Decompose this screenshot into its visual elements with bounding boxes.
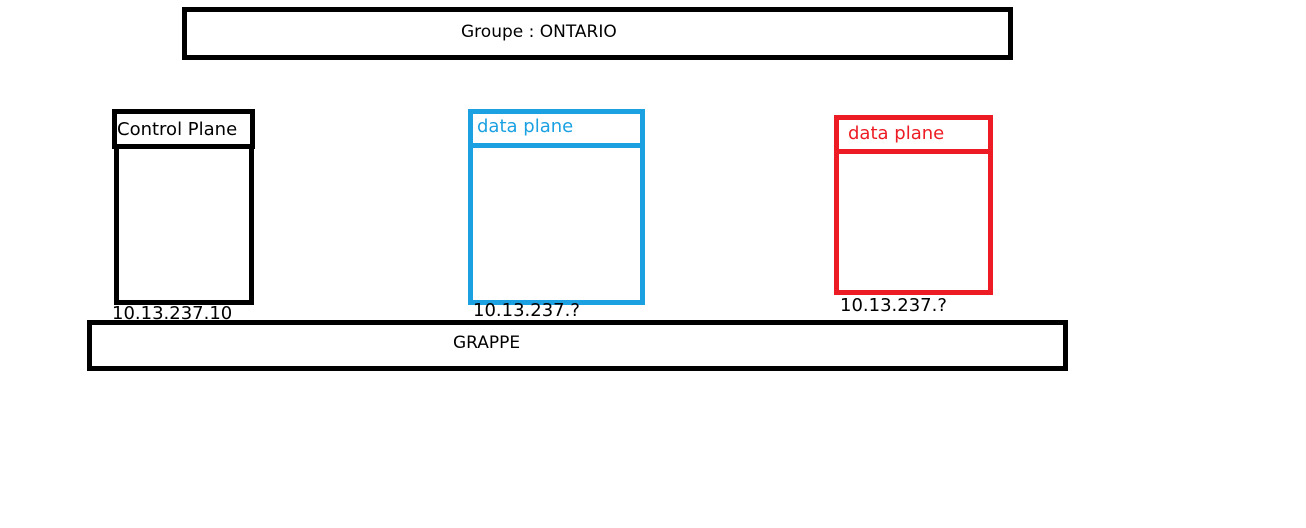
data-plane-node-1-body <box>468 143 645 305</box>
data-plane-node-2-header <box>834 115 993 154</box>
data-plane-node-2-title: data plane <box>848 123 945 144</box>
data-plane-node-1-title: data plane <box>477 116 574 137</box>
data-plane-node-2-ip: 10.13.237.? <box>840 295 947 316</box>
data-plane-node-1-header <box>468 109 645 148</box>
cluster-label: GRAPPE <box>453 333 521 353</box>
control-plane-node-title: Control Plane <box>117 119 238 140</box>
control-plane-node-ip: 10.13.237.10 <box>112 303 233 324</box>
control-plane-node-body <box>114 144 254 305</box>
group-label: Groupe : ONTARIO <box>461 22 617 42</box>
group-box <box>182 7 1013 60</box>
data-plane-node-1-ip: 10.13.237.? <box>473 300 580 321</box>
data-plane-node-2-body <box>834 149 993 295</box>
cluster-box <box>87 320 1068 371</box>
control-plane-node-header <box>112 109 255 149</box>
